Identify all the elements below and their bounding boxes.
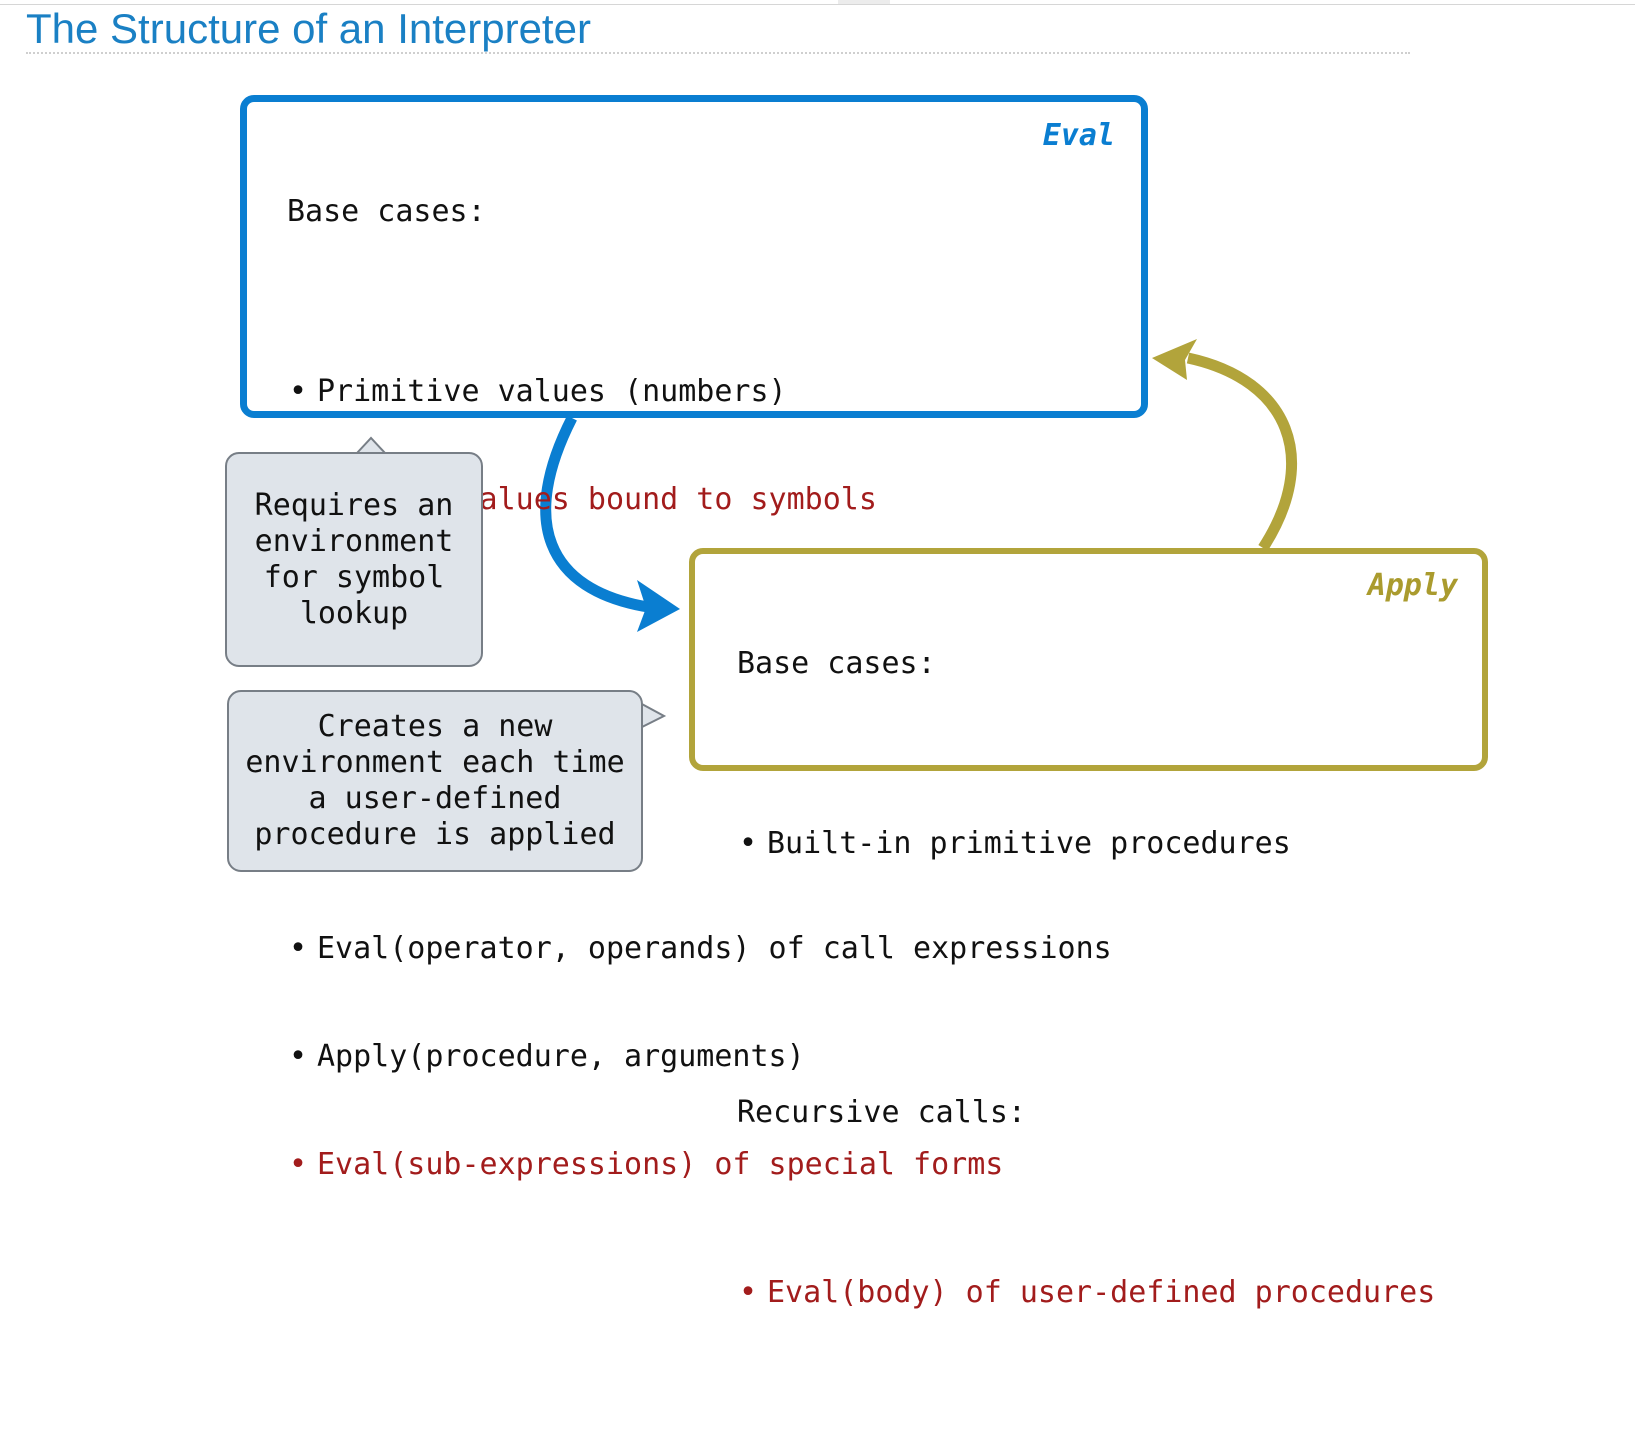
- eval-to-apply-arrowhead: [637, 580, 680, 632]
- callout-new-environment: Creates a new environment each time a us…: [227, 690, 643, 872]
- diagram-arrows: [354, 339, 1298, 730]
- list-item: Primitive values (numbers): [287, 374, 1112, 410]
- callout-environment-lookup: Requires an environment for symbol looku…: [225, 452, 483, 667]
- eval-box: Eval Base cases: Primitive values (numbe…: [240, 95, 1148, 1183]
- top-border: [0, 4, 1635, 5]
- apply-recursive-list: Eval(body) of user-defined procedures: [737, 1203, 1435, 1383]
- title-underline: [26, 52, 1410, 54]
- top-tab-handle: [838, 0, 890, 5]
- eval-to-apply-arrow: [540, 415, 649, 613]
- apply-base-cases-heading: Base cases:: [737, 646, 936, 681]
- callout-text: Requires an environment for symbol looku…: [254, 487, 454, 631]
- eval-label: Eval: [1042, 118, 1115, 153]
- apply-label: Apply: [1367, 568, 1458, 603]
- apply-content: Base cases: Built-in primitive procedure…: [737, 574, 1435, 1455]
- list-item: Built-in primitive procedures: [737, 826, 1435, 862]
- callout-text: Creates a new environment each time a us…: [245, 709, 625, 852]
- list-item: Eval(body) of user-defined procedures: [737, 1275, 1435, 1311]
- apply-base-cases-list: Built-in primitive procedures: [737, 754, 1435, 934]
- eval-base-cases-heading: Base cases:: [287, 194, 486, 229]
- apply-recursive-heading: Recursive calls:: [737, 1095, 1026, 1130]
- page-title: The Structure of an Interpreter: [26, 5, 591, 52]
- apply-box: Apply Base cases: Built-in primitive pro…: [689, 548, 1488, 1311]
- apply-to-eval-arrow: [1186, 352, 1298, 551]
- apply-to-eval-arrowhead: [1152, 339, 1197, 380]
